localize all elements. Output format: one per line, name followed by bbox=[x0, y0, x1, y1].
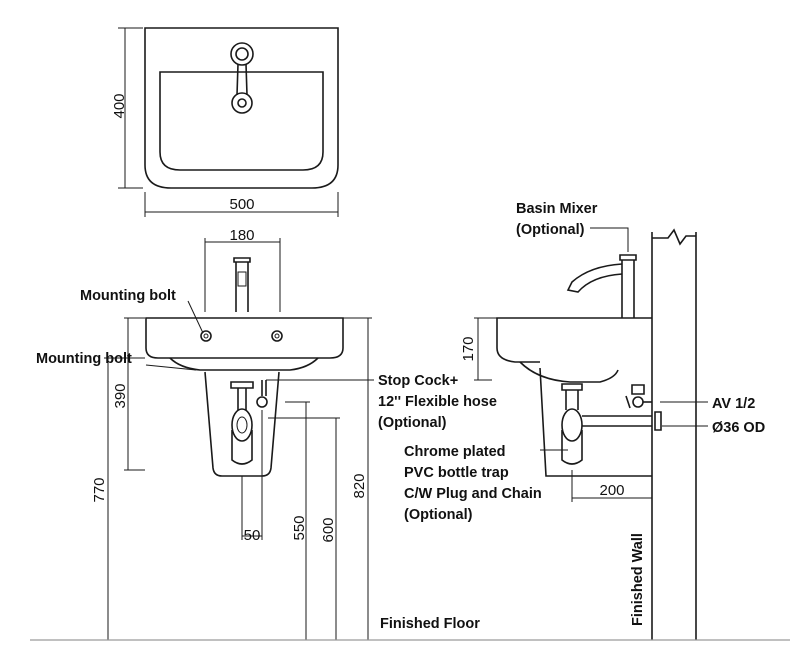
front-view: 180 390 770 820 550 600 50 bbox=[91, 227, 374, 641]
label-stop-cock-3: (Optional) bbox=[378, 415, 447, 431]
dim-side-200: 200 bbox=[599, 482, 624, 499]
label-stop-cock-1: Stop Cock+ bbox=[378, 373, 458, 389]
dim-front-820: 820 bbox=[351, 473, 368, 498]
dim-front-50: 50 bbox=[244, 527, 261, 544]
label-trap-4: (Optional) bbox=[404, 507, 473, 523]
label-mounting-bolt-lower: Mounting bolt bbox=[36, 351, 132, 367]
dim-top-width: 500 bbox=[229, 196, 254, 213]
label-finished-floor: Finished Floor bbox=[380, 616, 480, 632]
label-trap-2: PVC bottle trap bbox=[404, 465, 509, 481]
dim-front-390: 390 bbox=[112, 383, 129, 408]
dim-mixer-offset: 180 bbox=[229, 227, 254, 244]
dim-side-170: 170 bbox=[460, 336, 477, 361]
dim-front-770: 770 bbox=[91, 477, 108, 502]
top-view: 400 500 bbox=[111, 27, 339, 217]
dim-top-depth: 400 bbox=[111, 93, 128, 118]
label-finished-wall: Finished Wall bbox=[630, 533, 646, 626]
label-trap-3: C/W Plug and Chain bbox=[404, 486, 542, 502]
label-basin-mixer-2: (Optional) bbox=[516, 222, 585, 238]
label-stop-cock-2: 12'' Flexible hose bbox=[378, 394, 497, 410]
dim-front-550: 550 bbox=[291, 515, 308, 540]
label-trap-1: Chrome plated bbox=[404, 444, 506, 460]
dim-front-600: 600 bbox=[320, 517, 337, 542]
label-basin-mixer-1: Basin Mixer bbox=[516, 201, 598, 217]
label-od: Ø36 OD bbox=[712, 420, 765, 436]
label-av: AV 1/2 bbox=[712, 396, 755, 412]
label-mounting-bolt-upper: Mounting bolt bbox=[80, 288, 176, 304]
side-view: 170 200 bbox=[460, 227, 708, 640]
